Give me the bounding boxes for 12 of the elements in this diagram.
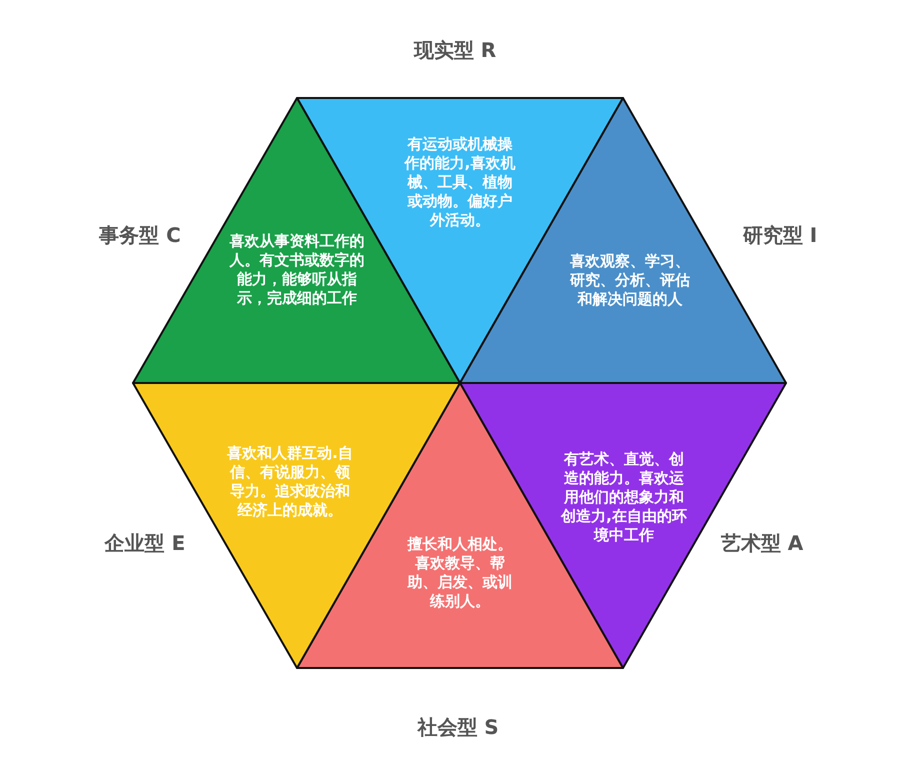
type-heading: 研究型 I: [742, 223, 818, 247]
type-heading: 企业型 E: [104, 531, 186, 555]
description-text: 有艺术、直觉、创造的能力。喜欢运用他们的想象力和创造力,在自由的环境中工作: [560, 450, 688, 545]
type-heading: 事务型 C: [99, 223, 181, 247]
type-heading: 艺术型 A: [720, 531, 804, 555]
description-text: 有运动或机械操作的能力,喜欢机械、工具、植物或动物。偏好户外活动。: [403, 135, 516, 230]
description-text: 喜欢和人群互动.自信、有说服力、领导力。追求政治和经济上的成就。: [226, 444, 354, 520]
description-text: 擅长和人相处。喜欢教导、帮助、启发、或训练别人。: [406, 535, 514, 611]
type-heading: 现实型 R: [414, 38, 496, 62]
description-text: 喜欢观察、学习、研究、分析、评估和解决问题的人: [568, 252, 691, 309]
type-heading: 社会型 S: [417, 715, 499, 739]
description-text: 喜欢从事资料工作的人。有文书或数字的能力，能够听从指示，完成细的工作: [228, 232, 366, 308]
